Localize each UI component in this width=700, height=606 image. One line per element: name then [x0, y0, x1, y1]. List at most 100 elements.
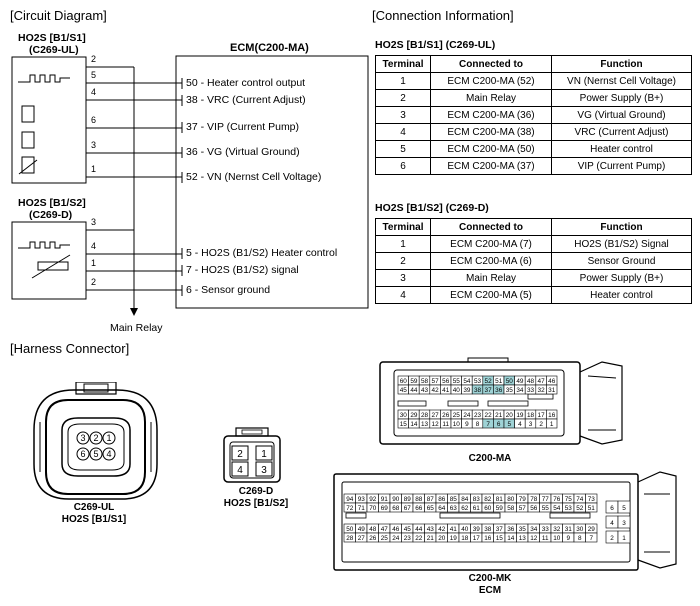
connected-to-cell: Main Relay [430, 269, 552, 287]
pin-number: 38 [474, 387, 482, 394]
pin-number: 57 [519, 505, 527, 512]
pin-number: 87 [427, 496, 435, 503]
pin-number: 62 [461, 505, 469, 512]
pin-number: 74 [576, 496, 584, 503]
s2-pin-label: 1 [91, 258, 97, 268]
pin-number: 65 [427, 505, 435, 512]
pin-number: 20 [438, 535, 446, 542]
pin-number: 5 [622, 505, 626, 512]
ecm-pin-label: 6 - Sensor ground [186, 284, 270, 296]
ecm-pin-desc: - Heater control output [197, 77, 306, 89]
pin-number: 56 [442, 378, 450, 385]
pin-number: 92 [369, 496, 377, 503]
ecm-pin-desc: - VRC (Current Adjust) [197, 94, 306, 106]
pin-number: 22 [415, 535, 423, 542]
pin-number: 23 [404, 535, 412, 542]
pin-number: 75 [565, 496, 573, 503]
pin-number: 43 [427, 526, 435, 533]
pin-number: 45 [404, 526, 412, 533]
pin-number: 17 [538, 412, 546, 419]
pin-number: 9 [465, 421, 469, 428]
pin-number: 50 [506, 378, 514, 385]
pin-number: 70 [369, 505, 377, 512]
pin-number: 47 [381, 526, 389, 533]
ecm-pin-label: 5 - HO2S (B1/S2) Heater control [186, 247, 337, 259]
pin-number: 64 [438, 505, 446, 512]
terminal-cell: 2 [375, 89, 431, 107]
pin-number: 18 [461, 535, 469, 542]
connected-to-cell: ECM C200-MA (7) [430, 235, 552, 253]
connected-to-cell: ECM C200-MA (5) [430, 286, 552, 304]
pin-cell [617, 530, 631, 544]
ecm-pin-number: 52 [186, 171, 198, 183]
pin-number: 61 [473, 505, 481, 512]
pin-number: 26 [369, 535, 377, 542]
ecm-pin-label: 52 - VN (Nernst Cell Voltage) [186, 171, 321, 183]
d-pin: 1 [261, 449, 267, 460]
pin-number: 58 [507, 505, 515, 512]
col-function: Function [551, 55, 692, 73]
s1-pin-label: 6 [91, 115, 97, 125]
table2-title: HO2S [B1/S2] (C269-D) [375, 202, 489, 214]
function-cell: VG (Virtual Ground) [551, 106, 692, 124]
pin-number: 69 [381, 505, 389, 512]
connected-to-cell: ECM C200-MA (52) [430, 72, 552, 90]
connected-to-cell: Main Relay [430, 89, 552, 107]
pin-number: 9 [566, 535, 570, 542]
ul-pin: 6 [80, 449, 85, 459]
pin-cell [546, 418, 558, 429]
pin-number: 41 [442, 387, 450, 394]
pin-number: 82 [484, 496, 492, 503]
connector-c269-d-sub: HO2S [B1/S2] [223, 498, 289, 509]
s1-pin-label: 5 [91, 70, 97, 80]
function-cell: Sensor Ground [551, 252, 692, 270]
ecm-pin-desc: - VG (Virtual Ground) [197, 146, 300, 158]
pin-number: 20 [506, 412, 514, 419]
pin-number: 42 [438, 526, 446, 533]
pin-number: 1 [622, 535, 626, 542]
pin-number: 36 [507, 526, 515, 533]
connected-to-cell: ECM C200-MA (37) [430, 157, 552, 175]
pin-number: 27 [432, 412, 440, 419]
pin-number: 85 [450, 496, 458, 503]
pin-number: 23 [474, 412, 482, 419]
pin-number: 52 [485, 378, 493, 385]
pin-number: 31 [565, 526, 573, 533]
pin-number: 55 [453, 378, 461, 385]
function-cell: Heater control [551, 140, 692, 158]
pin-number: 44 [415, 526, 423, 533]
pin-number: 43 [421, 387, 429, 394]
pin-number: 77 [542, 496, 550, 503]
sensor1-name: HO2S [B1/S1] [18, 32, 86, 44]
pin-number: 33 [542, 526, 550, 533]
pin-number: 63 [450, 505, 458, 512]
pin-number: 60 [400, 378, 408, 385]
pin-number: 25 [381, 535, 389, 542]
function-cell: VN (Nernst Cell Voltage) [551, 72, 692, 90]
pin-number: 28 [421, 412, 429, 419]
table1-title: HO2S [B1/S1] (C269-UL) [375, 39, 496, 51]
ecm-pin-number: 5 [186, 247, 192, 259]
s2-pin-label: 3 [91, 217, 97, 227]
pin-number: 39 [463, 387, 471, 394]
pin-number: 42 [432, 387, 440, 394]
connected-to-cell: ECM C200-MA (36) [430, 106, 552, 124]
pin-cell [585, 532, 598, 543]
pin-number: 44 [410, 387, 418, 394]
pin-number: 16 [548, 412, 556, 419]
connector-c269-ul-drawing: 3 2 1 6 5 4 [33, 382, 158, 500]
ecm-pin-desc: - HO2S (B1/S2) Heater control [191, 247, 338, 259]
pin-number: 27 [358, 535, 366, 542]
pin-number: 10 [553, 535, 561, 542]
pin-number: 32 [538, 387, 546, 394]
pin-cell [585, 502, 598, 513]
function-cell: VIP (Current Pump) [551, 157, 692, 175]
section-harness-connector: [Harness Connector] [10, 341, 130, 356]
pin-number: 2 [610, 535, 614, 542]
pin-number: 71 [358, 505, 366, 512]
pin-number: 2 [539, 421, 543, 428]
